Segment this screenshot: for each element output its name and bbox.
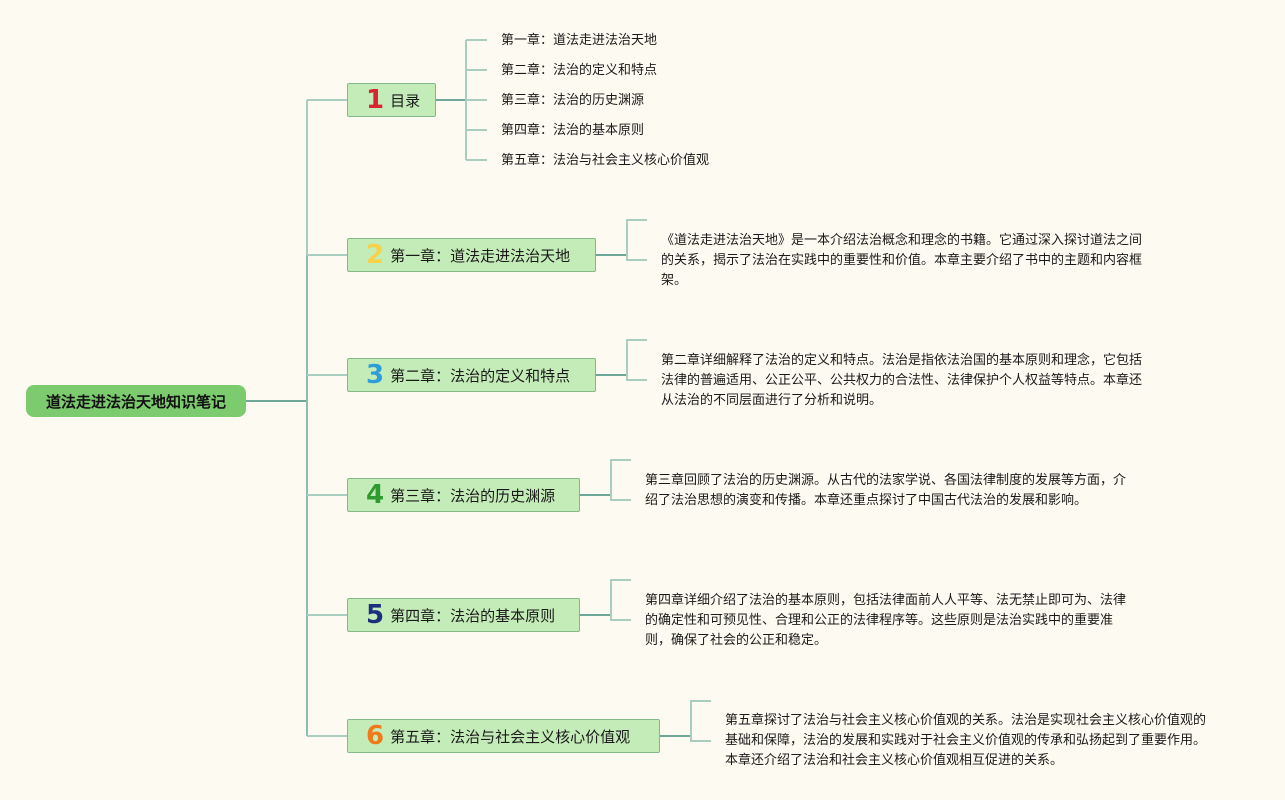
detail-connector-1 [596, 219, 647, 261]
toc-item[interactable]: 第三章：法治的历史渊源 [501, 93, 645, 108]
detail-connector-4 [580, 579, 631, 621]
toc-item[interactable]: 第五章：法治与社会主义核心价值观 [501, 153, 710, 168]
detail-connector-3 [580, 459, 631, 501]
number-badge-icon: 5 [366, 600, 385, 630]
number-badge-icon: 2 [366, 240, 385, 270]
branch-label: 目录 [390, 91, 421, 110]
branch-topic-chapter-2[interactable]: 3 第二章：法治的定义和特点 [347, 358, 596, 392]
number-badge-icon: 3 [366, 360, 385, 390]
branch-topic-chapter-5[interactable]: 6 第五章：法治与社会主义核心价值观 [347, 719, 660, 753]
detail-note-chapter-1[interactable]: 《道法走进法治天地》是一本介绍法治概念和理念的书籍。它通过深入探讨道法之间的关系… [661, 233, 1143, 288]
number-badge-icon: 1 [366, 85, 385, 115]
branch-label: 第一章：道法走进法治天地 [390, 246, 571, 265]
toc-item[interactable]: 第二章：法治的定义和特点 [501, 63, 658, 78]
detail-note-chapter-5[interactable]: 第五章探讨了法治与社会主义核心价值观的关系。法治是实现社会主义核心价值观的基础和… [725, 713, 1207, 768]
detail-connector-5 [660, 700, 711, 742]
branch-topic-chapter-4[interactable]: 5 第四章：法治的基本原则 [347, 598, 580, 632]
detail-note-chapter-3[interactable]: 第三章回顾了法治的历史渊源。从古代的法家学说、各国法律制度的发展等方面，介绍了法… [645, 473, 1127, 508]
branch-label: 第二章：法治的定义和特点 [390, 366, 571, 385]
branch-topic-chapter-3[interactable]: 4 第三章：法治的历史渊源 [347, 478, 580, 512]
detail-connector-2 [596, 339, 647, 381]
branch-label: 第五章：法治与社会主义核心价值观 [390, 727, 631, 746]
number-badge-icon: 4 [366, 480, 385, 510]
detail-note-chapter-4[interactable]: 第四章详细介绍了法治的基本原则，包括法律面前人人平等、法无禁止即可为、法律的确定… [645, 593, 1127, 648]
branch-label: 第三章：法治的历史渊源 [390, 486, 556, 505]
branch-label: 第四章：法治的基本原则 [390, 606, 556, 625]
toc-item[interactable]: 第一章：道法走进法治天地 [501, 33, 658, 48]
detail-note-chapter-2[interactable]: 第二章详细解释了法治的定义和特点。法治是指依法治国的基本原则和理念，它包括法律的… [661, 353, 1143, 408]
toc-item[interactable]: 第四章：法治的基本原则 [501, 123, 645, 138]
root-topic-label: 道法走进法治天地知识笔记 [45, 392, 226, 411]
root-topic[interactable]: 道法走进法治天地知识笔记 [26, 385, 246, 417]
branch-topic-chapter-1[interactable]: 2 第一章：道法走进法治天地 [347, 238, 596, 272]
branch-topic-toc[interactable]: 1 目录 [347, 83, 436, 117]
number-badge-icon: 6 [366, 721, 385, 751]
